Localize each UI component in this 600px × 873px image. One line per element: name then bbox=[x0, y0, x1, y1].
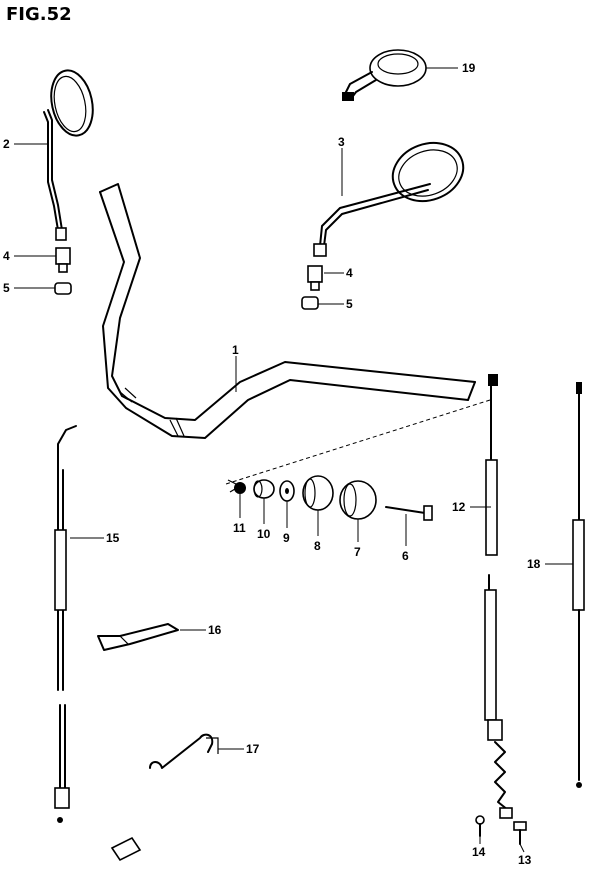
part-11-clip bbox=[227, 479, 246, 494]
part-10-collar bbox=[253, 479, 275, 499]
figure-title: FIG.52 bbox=[6, 4, 72, 25]
callout-12: 12 bbox=[452, 500, 466, 514]
callout-8: 8 bbox=[314, 539, 321, 553]
callout-7: 7 bbox=[354, 545, 361, 559]
callout-4-right: 4 bbox=[346, 266, 353, 280]
callout-6: 6 bbox=[402, 549, 409, 563]
part-4-right-adapter bbox=[307, 265, 323, 291]
part-2-left-mirror bbox=[43, 69, 94, 241]
part-3-right-mirror bbox=[313, 141, 465, 257]
part-13-adjuster-bolt bbox=[513, 821, 527, 845]
part-1-handlebar bbox=[99, 183, 476, 439]
callout-17: 17 bbox=[246, 742, 260, 756]
callout-1: 1 bbox=[232, 343, 239, 357]
callout-15: 15 bbox=[106, 531, 120, 545]
part-16-lever bbox=[97, 623, 179, 651]
assembly-axis-line bbox=[225, 399, 491, 485]
callout-4-left: 4 bbox=[3, 249, 10, 263]
part-12-clutch-cable bbox=[484, 374, 513, 819]
callout-14: 14 bbox=[472, 845, 486, 859]
callout-2: 2 bbox=[3, 137, 10, 151]
part-9-washer bbox=[279, 480, 295, 502]
part-14-screw bbox=[475, 815, 485, 837]
callout-labels: 2 3 4 5 4 5 1 19 11 10 9 8 7 6 12 15 16 … bbox=[3, 61, 541, 867]
callout-11: 11 bbox=[233, 521, 246, 535]
callout-18: 18 bbox=[527, 557, 541, 571]
part-5-right-nut bbox=[301, 296, 319, 310]
part-8-weight bbox=[302, 475, 334, 511]
callout-16: 16 bbox=[208, 623, 222, 637]
callout-10: 10 bbox=[257, 527, 271, 541]
part-17-spring-clip bbox=[149, 733, 219, 769]
callout-3: 3 bbox=[338, 135, 345, 149]
part-6-bolt bbox=[385, 505, 433, 521]
callout-5-right: 5 bbox=[346, 297, 353, 311]
callout-9: 9 bbox=[283, 531, 290, 545]
small-bracket bbox=[110, 836, 142, 862]
callout-13: 13 bbox=[518, 853, 532, 867]
callout-19: 19 bbox=[462, 61, 476, 75]
part-18-cable bbox=[572, 382, 585, 788]
part-19-meter bbox=[342, 49, 427, 101]
part-4-left-adapter bbox=[55, 247, 71, 273]
part-7-weight bbox=[339, 480, 377, 520]
part-15-throttle-cable bbox=[54, 425, 77, 823]
part-5-left-nut bbox=[54, 282, 72, 295]
callout-5-left: 5 bbox=[3, 281, 10, 295]
leader-lines bbox=[14, 67, 573, 853]
